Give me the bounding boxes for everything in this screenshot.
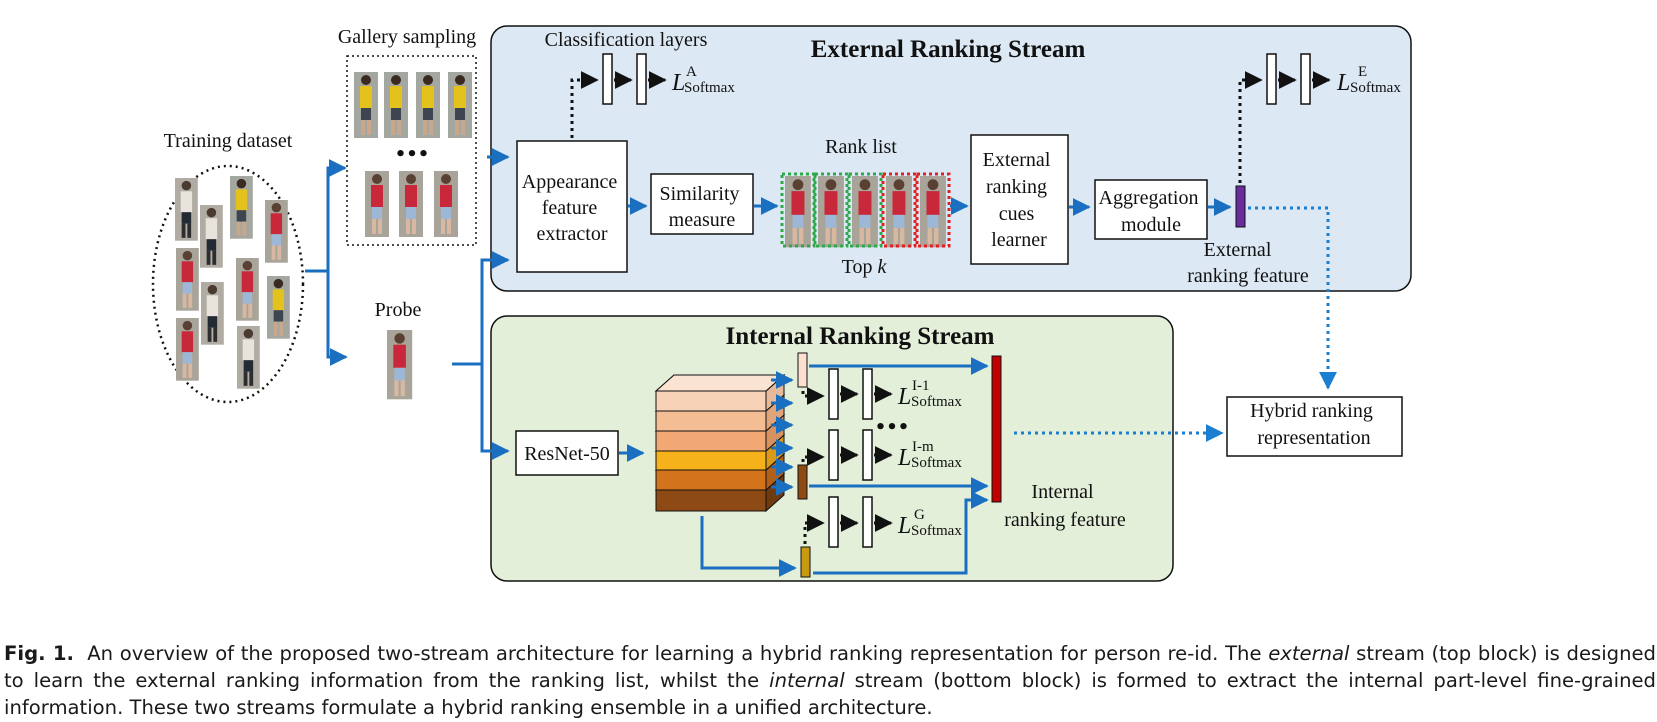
- arrows-to-internal-feature: [809, 357, 989, 575]
- external-feature-line-2: ranking feature: [1187, 265, 1309, 287]
- extractor-line-2: feature: [542, 197, 598, 219]
- svg-text:Aggregation module: Aggregation module: [1099, 187, 1204, 236]
- probe-label: Probe: [375, 299, 422, 321]
- gallery-ellipsis: •••: [395, 144, 430, 165]
- arrow-cube-to-global: [700, 516, 797, 577]
- hybrid-ranking-representation-box: [1226, 396, 1403, 457]
- fc-layer-i1-a: [828, 368, 839, 420]
- similarity-line-2: measure: [669, 209, 736, 231]
- cues-line-4: learner: [991, 229, 1047, 251]
- fc-layer-g-a: [828, 496, 839, 548]
- rank-1-match-frame: [780, 172, 816, 248]
- feature-map-cube: [654, 373, 786, 513]
- extractor-line-3: extractor: [536, 223, 607, 245]
- external-ranking-feature-bar: [1235, 185, 1246, 228]
- rank-5-mismatch-frame: [915, 172, 951, 248]
- svg-text:External ranking feature: External ranking feature: [1187, 239, 1309, 287]
- fc-layer-im-b: [862, 429, 873, 481]
- rank-3-match-frame: [847, 172, 883, 248]
- caption-text-3: stream (bottom block) is formed to extra…: [4, 669, 1656, 719]
- rank-list-images: [785, 176, 946, 248]
- training-dataset-label: Training dataset: [164, 130, 293, 152]
- fc-layer-e1: [1266, 53, 1277, 105]
- fc-layer-a2: [636, 53, 647, 105]
- classification-layers-label: Classification layers: [545, 29, 708, 51]
- training-dataset-ellipse: [151, 164, 305, 404]
- internal-ellipsis: •••: [875, 417, 910, 438]
- global-feature: [800, 546, 811, 578]
- similarity-measure-box: [650, 173, 754, 235]
- dotted-arrow-to-classifier-a: [570, 71, 599, 138]
- rank-list-label: Rank list: [825, 136, 897, 158]
- part-feature-m: [797, 464, 808, 500]
- probe-image: [387, 330, 413, 400]
- fc-layer-g-b: [862, 496, 873, 548]
- external-feature-line-1: External: [1204, 239, 1272, 261]
- external-ranking-cues-learner-box: [970, 134, 1069, 265]
- aggregation-module-box: [1094, 179, 1208, 240]
- cues-line-3: cues: [999, 203, 1035, 225]
- rank-4-mismatch-frame: [881, 172, 917, 248]
- svg-text:External ranking cues: External ranking cues learner: [983, 149, 1056, 251]
- loss-softmax-g: L G Softmax: [897, 506, 962, 539]
- fc-layer-i1-b: [862, 368, 873, 420]
- caption-emphasis-internal: internal: [769, 669, 845, 692]
- similarity-line-1: Similarity: [660, 183, 740, 205]
- architecture-diagram: External Ranking Stream Internal Ranking…: [151, 25, 1412, 582]
- hybrid-line-2: representation: [1257, 427, 1370, 449]
- part-arrows: [771, 371, 794, 496]
- top-k-label: Top k: [842, 256, 888, 278]
- internal-feature-line-1: Internal: [1031, 481, 1094, 503]
- caption-text-2: stream (top block) is designed to learn …: [4, 642, 1656, 692]
- svg-text:Hybrid ranking representat: Hybrid ranking representation: [1250, 400, 1378, 449]
- internal-feature-line-2: ranking feature: [1004, 509, 1126, 531]
- appearance-feature-extractor-box: [516, 140, 628, 273]
- hybrid-line-1: Hybrid ranking: [1250, 400, 1373, 422]
- svg-text:Appearance feature ext: Appearance feature extractor: [522, 171, 623, 245]
- figure-label: Fig. 1.: [4, 642, 74, 665]
- rank-2-match-frame: [813, 172, 849, 248]
- fc-layer-a1: [602, 53, 613, 105]
- gallery-sampling-box: [346, 55, 477, 246]
- cues-line-1: External: [983, 149, 1051, 171]
- resnet-50-box: [515, 430, 619, 476]
- dataset-fork-arrows: [305, 159, 348, 366]
- caption-text-1: An overview of the proposed two-stream a…: [87, 642, 1269, 665]
- gallery-sampling-label: Gallery sampling: [338, 26, 476, 48]
- loss-softmax-a: L A Softmax: [671, 63, 735, 96]
- aggregation-line-1: Aggregation: [1099, 187, 1199, 209]
- dotted-arrow-external-to-hybrid: [1248, 206, 1337, 390]
- svg-text:Internal ranking feature: Internal ranking feature: [1004, 481, 1126, 531]
- internal-stream-title: Internal Ranking Stream: [725, 323, 994, 350]
- loss-softmax-i1: L I-1 Softmax: [897, 377, 962, 410]
- cues-line-2: ranking: [986, 176, 1047, 198]
- probe-fork-arrows: [452, 251, 510, 460]
- figure-caption: Fig. 1. An overview of the proposed two-…: [4, 640, 1656, 721]
- external-stream-title: External Ranking Stream: [811, 36, 1086, 63]
- svg-text:Similarity measure: Similarity measure: [660, 183, 745, 231]
- loss-softmax-e: L E Softmax: [1336, 63, 1401, 96]
- resnet-50-label: ResNet-50: [524, 443, 610, 465]
- loss-softmax-im: L I-m Softmax: [897, 438, 962, 471]
- part-feature-1: [797, 352, 808, 388]
- fc-layer-e2: [1300, 53, 1311, 105]
- extractor-line-1: Appearance: [522, 171, 618, 193]
- internal-ranking-feature-bar: [991, 355, 1002, 503]
- fc-layer-im-a: [828, 429, 839, 481]
- caption-emphasis-external: external: [1268, 642, 1350, 665]
- aggregation-line-2: module: [1121, 214, 1181, 236]
- training-images: [175, 176, 290, 389]
